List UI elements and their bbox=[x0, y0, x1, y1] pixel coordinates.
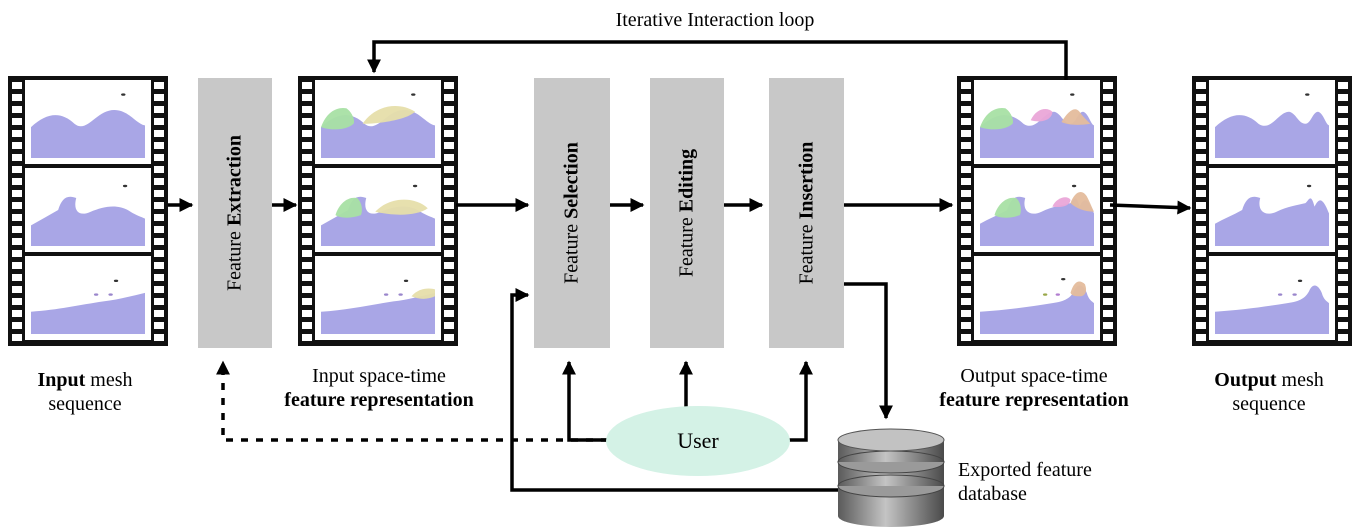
mesh-frame bbox=[315, 168, 441, 252]
input-mesh-strip bbox=[8, 76, 168, 346]
arrow-user-to-selection bbox=[562, 360, 608, 442]
input-mesh-bold: Input bbox=[37, 369, 86, 391]
input-feature-caption: Input space-time feature representation bbox=[254, 364, 504, 412]
loop-label: Iterative Interaction loop bbox=[615, 9, 815, 31]
output-mesh-strip bbox=[1192, 76, 1352, 346]
input-mesh-caption: Input mesh sequence bbox=[0, 368, 170, 416]
user-node bbox=[606, 406, 790, 476]
insertion-normal: Feature bbox=[795, 224, 817, 285]
mesh-frame bbox=[1209, 80, 1335, 164]
mesh-frame bbox=[974, 80, 1100, 164]
output-feature-caption: Output space-time feature representation bbox=[906, 364, 1162, 412]
extraction-normal: Feature bbox=[223, 231, 246, 292]
output-mesh-caption: Output mesh sequence bbox=[1184, 368, 1354, 416]
arrow-output-features-to-mesh bbox=[1109, 200, 1192, 215]
selection-bold: Selection bbox=[560, 142, 583, 219]
database-caption: Exported feature database bbox=[958, 458, 1158, 506]
input-feature-strip bbox=[298, 76, 458, 346]
selection-normal: Feature bbox=[560, 223, 583, 284]
output-mesh-line2: sequence bbox=[1232, 393, 1306, 415]
output-feature-line2: feature representation bbox=[939, 389, 1129, 411]
insertion-bold: Insertion bbox=[795, 141, 817, 220]
feature-editing-box: Feature Editing bbox=[650, 78, 724, 348]
extraction-bold: Extraction bbox=[223, 134, 246, 227]
mesh-frame bbox=[25, 168, 151, 252]
feature-insertion-box: Feature Insertion bbox=[769, 78, 844, 348]
feature-extraction-box: Feature Extraction bbox=[198, 78, 272, 348]
arrow-insertion-to-database bbox=[844, 282, 893, 420]
editing-bold: Editing bbox=[675, 148, 698, 213]
mesh-frame bbox=[974, 256, 1100, 340]
mesh-frame bbox=[1209, 256, 1335, 340]
database-line1: Exported feature bbox=[958, 459, 1092, 481]
arrow-user-to-insertion bbox=[788, 360, 813, 442]
database-line2: database bbox=[958, 483, 1027, 505]
loop-arrow bbox=[367, 40, 1068, 80]
output-mesh-rest: mesh bbox=[1281, 369, 1324, 391]
arrow-user-to-extraction-dashed bbox=[216, 360, 608, 442]
output-feature-line1: Output space-time bbox=[960, 365, 1108, 387]
arrow-database-to-selection bbox=[510, 288, 838, 492]
mesh-frame bbox=[974, 168, 1100, 252]
input-feature-line2: feature representation bbox=[284, 389, 474, 411]
mesh-frame bbox=[315, 80, 441, 164]
input-mesh-line2: sequence bbox=[48, 393, 122, 415]
mesh-frame bbox=[1209, 168, 1335, 252]
input-mesh-rest: mesh bbox=[90, 369, 133, 391]
editing-normal: Feature bbox=[675, 217, 698, 278]
input-feature-line1: Input space-time bbox=[312, 365, 446, 387]
user-label: User bbox=[677, 428, 719, 453]
mesh-frame bbox=[25, 256, 151, 340]
database-icon bbox=[837, 428, 945, 527]
feature-selection-box: Feature Selection bbox=[534, 78, 610, 348]
output-mesh-bold: Output bbox=[1214, 369, 1277, 391]
mesh-frame bbox=[315, 256, 441, 340]
mesh-frame bbox=[25, 80, 151, 164]
output-feature-strip bbox=[957, 76, 1117, 346]
